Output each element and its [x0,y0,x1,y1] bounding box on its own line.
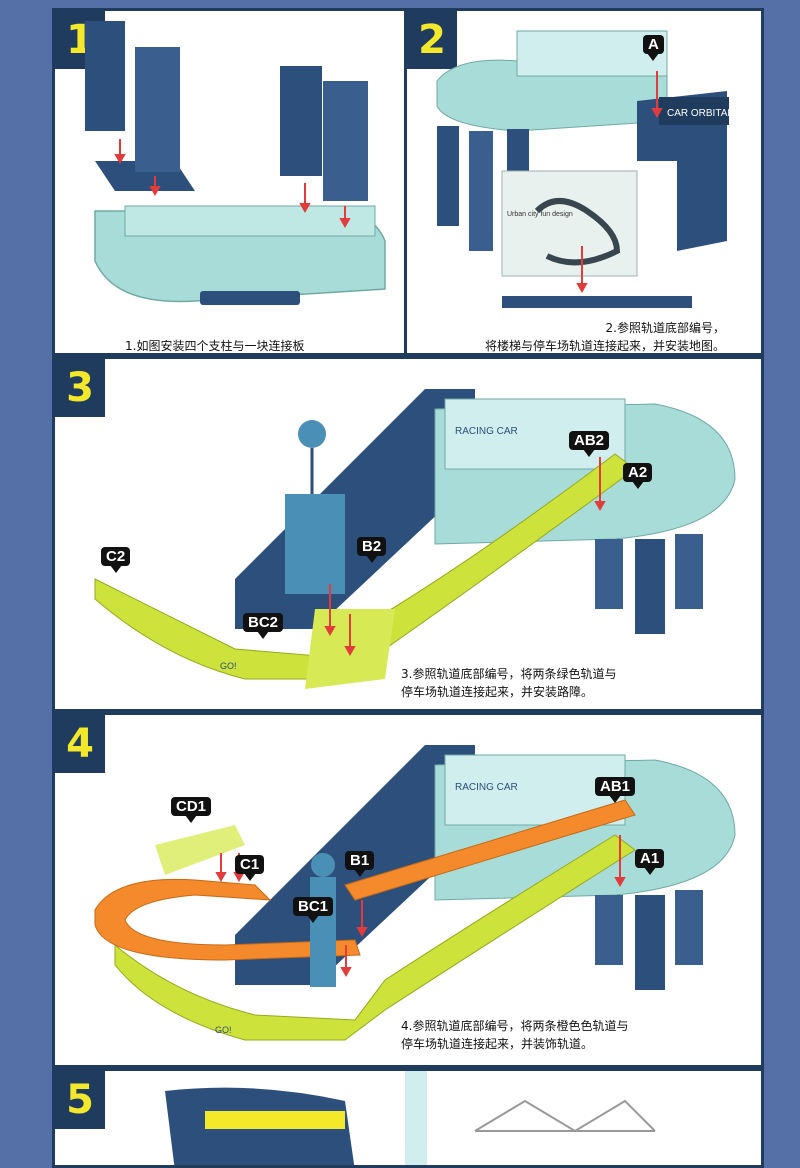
step-3-sign-text: RACING CAR [455,426,518,437]
step-4-tag-cd1: CD1 [171,797,212,823]
step-3-tag-a2: A2 [623,463,653,489]
step-3-caption-line2: 停车场轨道连接起来，并安装路障。 [401,685,594,699]
step-5-illustration [165,1071,656,1165]
step-5-panel: 5 [52,1068,764,1168]
step-4-sign-text: RACING CAR [455,782,518,793]
step-4-caption-line1: 4.参照轨道底部编号，将两条橙色色轨道与 [401,1019,629,1033]
step-3-tag-ab2: AB2 [569,431,610,457]
step-4-tag-a1: A1 [635,849,665,875]
step-4-panel: 4 RACING CAR GO! [52,712,764,1068]
step-4-illustration: RACING CAR GO! [94,745,736,1041]
step-2-illustration: CAR ORBITAL Urban city fun design [436,30,733,308]
step-4-caption-line2: 停车场轨道连接起来，并装饰轨道。 [401,1037,594,1051]
step-2-sign-text: CAR ORBITAL [667,108,733,119]
step-4-track-text: GO! [215,1025,232,1035]
step-2-caption-line1: 2.参照轨道底部编号， [605,321,725,335]
step-3-caption-line1: 3.参照轨道底部编号，将两条绿色轨道与 [401,667,617,681]
step-2-caption-line2: 将楼梯与停车场轨道连接起来，并安装地图。 [484,339,725,353]
step-1-illustration [85,21,386,305]
step-3-number: 3 [55,359,105,417]
step-4-tag-c1: C1 [235,855,265,881]
step-4-tag-b1: B1 [345,851,375,877]
step-5-number: 5 [55,1071,105,1129]
step-2-number: 2 [407,11,457,69]
step-3-track-text: GO! [220,661,237,671]
step-3-illustration: RACING CAR GO! [94,389,736,689]
step-3-tag-c2: C2 [101,547,131,573]
step-2-map-text: Urban city fun design [507,211,573,218]
step-2-tag-a: A [643,35,664,61]
instruction-page: 1 1.如图安装四个支柱与一块连接板 2 [36,0,764,1168]
step-1-panel: 1 1.如图安装四个支柱与一块连接板 [52,8,438,356]
step-3-panel: 3 RACING CAR GO! AB2 [52,356,764,712]
step-4-number: 4 [55,715,105,773]
step-4-tag-ab1: AB1 [595,777,636,803]
step-2-panel: 2 CAR ORBITAL Urban city fun design A [404,8,764,356]
step-1-caption: 1.如图安装四个支柱与一块连接板 [125,339,305,353]
step-4-tag-bc1: BC1 [293,897,334,923]
step-3-tag-b2: B2 [357,537,387,563]
step-3-tag-bc2: BC2 [243,613,284,639]
